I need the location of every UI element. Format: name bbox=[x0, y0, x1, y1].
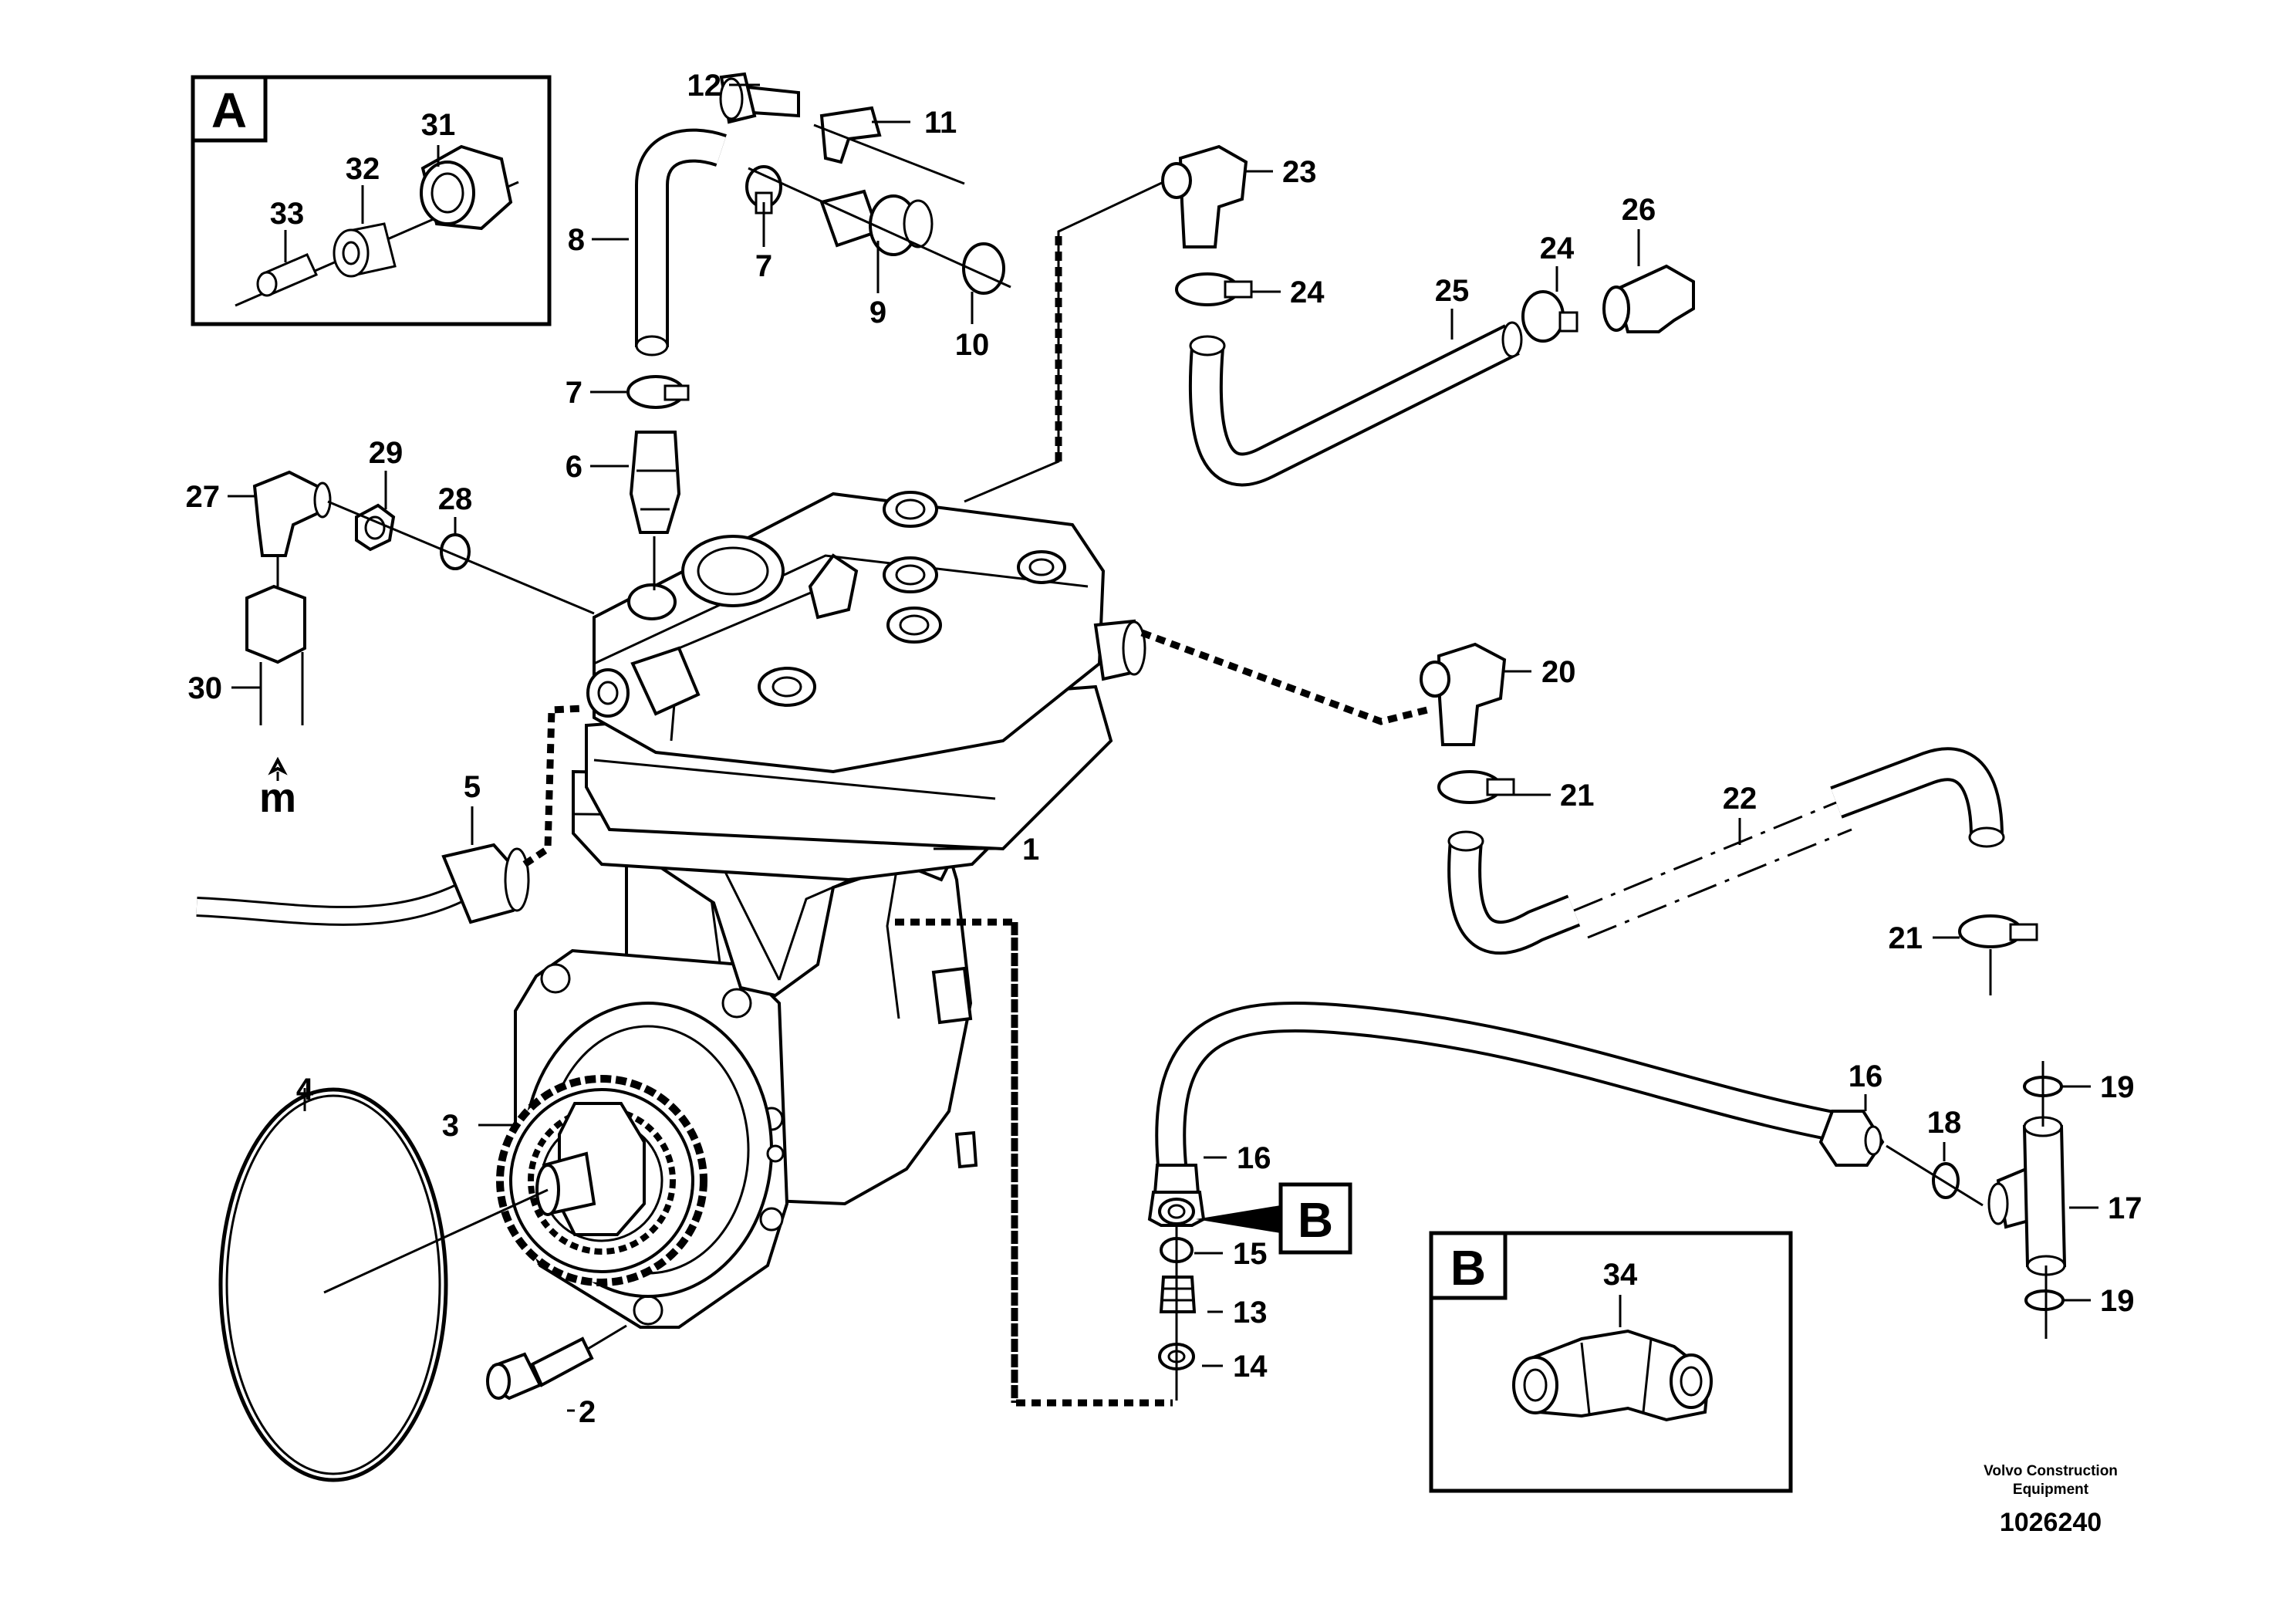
callout-16a: 16 bbox=[1237, 1141, 1271, 1175]
callout-6: 6 bbox=[566, 450, 582, 484]
pipe-part-5 bbox=[196, 843, 530, 926]
callout-31: 31 bbox=[421, 108, 456, 142]
inset-a-letter: A bbox=[211, 83, 247, 138]
fitting-part-33 bbox=[256, 253, 319, 297]
compressor-assembly bbox=[496, 491, 1146, 1329]
elbow-part-23 bbox=[1161, 144, 1248, 248]
pointer-b-letter: B bbox=[1298, 1192, 1333, 1248]
o-ring-part-18 bbox=[1932, 1162, 1960, 1199]
callout-19b: 19 bbox=[2100, 1284, 2135, 1318]
o-ring-part-4 bbox=[218, 1087, 448, 1482]
hose-part-22 bbox=[1447, 747, 2005, 955]
callout-24b: 24 bbox=[1540, 231, 1575, 265]
callout-1: 1 bbox=[1022, 833, 1039, 867]
nipple-part-6 bbox=[629, 431, 681, 534]
callout-16b: 16 bbox=[1849, 1059, 1883, 1093]
pipe-part-16 bbox=[1147, 1001, 1885, 1227]
footer-company-line2: Equipment bbox=[2013, 1482, 2089, 1498]
hose-part-8 bbox=[635, 128, 727, 357]
hose-part-25 bbox=[1188, 321, 1523, 487]
clamp-part-21-upper bbox=[1437, 770, 1515, 804]
callout-2: 2 bbox=[579, 1395, 596, 1429]
pipe-part-30 bbox=[245, 584, 306, 725]
callout-4: 4 bbox=[296, 1073, 314, 1107]
nut-part-31 bbox=[420, 144, 513, 231]
callout-21a: 21 bbox=[1560, 779, 1595, 813]
callout-29: 29 bbox=[369, 436, 403, 470]
o-ring-part-19-lower bbox=[2024, 1289, 2065, 1311]
callout-19a: 19 bbox=[2100, 1070, 2135, 1104]
callout-3: 3 bbox=[442, 1109, 459, 1143]
callout-25: 25 bbox=[1435, 274, 1470, 308]
callout-17: 17 bbox=[2108, 1191, 2142, 1225]
callout-numbers: 1 2 3 4 5 6 7 7 8 9 10 11 12 13 14 15 16… bbox=[186, 69, 2142, 1429]
leader-lines bbox=[228, 83, 2098, 1412]
callout-34: 34 bbox=[1603, 1258, 1638, 1292]
clamp-part-24-left bbox=[1175, 272, 1253, 306]
clamp-part-7-lower bbox=[626, 375, 690, 409]
callout-32: 32 bbox=[346, 152, 380, 186]
elbow-fitting-part-34 bbox=[1512, 1329, 1713, 1422]
callout-28: 28 bbox=[438, 482, 473, 516]
inset-a: A 33 32 31 bbox=[191, 75, 552, 326]
callout-23: 23 bbox=[1282, 155, 1317, 189]
callout-33: 33 bbox=[270, 197, 305, 231]
bolt-part-12 bbox=[719, 72, 800, 124]
bracket-part-11 bbox=[819, 106, 882, 164]
inset-b: B 34 bbox=[1429, 1231, 1793, 1493]
callout-14: 14 bbox=[1233, 1350, 1268, 1384]
callout-7b: 7 bbox=[755, 249, 772, 283]
footer: Volvo Construction Equipment 1026240 bbox=[1984, 1463, 2118, 1537]
callout-27: 27 bbox=[186, 480, 221, 514]
inset-b-pointer: B bbox=[1196, 1182, 1352, 1255]
drive-gear-part-3 bbox=[496, 1075, 707, 1286]
flow-marker-m: m bbox=[259, 775, 296, 821]
callout-22: 22 bbox=[1723, 782, 1757, 816]
elbow-part-27 bbox=[252, 470, 332, 557]
callout-18: 18 bbox=[1927, 1106, 1962, 1140]
callout-20: 20 bbox=[1541, 655, 1576, 689]
callout-9: 9 bbox=[869, 296, 886, 329]
callout-21b: 21 bbox=[1889, 921, 1923, 955]
callout-5: 5 bbox=[464, 770, 481, 804]
callout-7a: 7 bbox=[566, 376, 582, 410]
sleeve-part-32 bbox=[333, 222, 397, 278]
drawing-number: 1026240 bbox=[2000, 1508, 2102, 1537]
callout-13: 13 bbox=[1233, 1296, 1268, 1330]
clamp-part-21-lower bbox=[1958, 914, 2038, 948]
bolt-part-2 bbox=[486, 1336, 594, 1401]
callout-24a: 24 bbox=[1290, 275, 1325, 309]
callout-10: 10 bbox=[955, 328, 990, 362]
callout-15: 15 bbox=[1233, 1237, 1268, 1271]
inset-b-letter: B bbox=[1450, 1240, 1486, 1296]
footer-company-line1: Volvo Construction bbox=[1984, 1463, 2118, 1479]
tee-part-17 bbox=[1987, 1116, 2067, 1276]
elbow-part-26 bbox=[1602, 264, 1695, 333]
callout-11: 11 bbox=[924, 106, 957, 140]
elbow-part-20 bbox=[1420, 642, 1507, 746]
seal-part-10 bbox=[962, 242, 1005, 295]
callout-12: 12 bbox=[687, 69, 722, 103]
callout-8: 8 bbox=[568, 223, 585, 257]
callout-26: 26 bbox=[1622, 193, 1656, 227]
callout-30: 30 bbox=[188, 671, 223, 705]
clamp-part-24-right bbox=[1521, 290, 1578, 343]
